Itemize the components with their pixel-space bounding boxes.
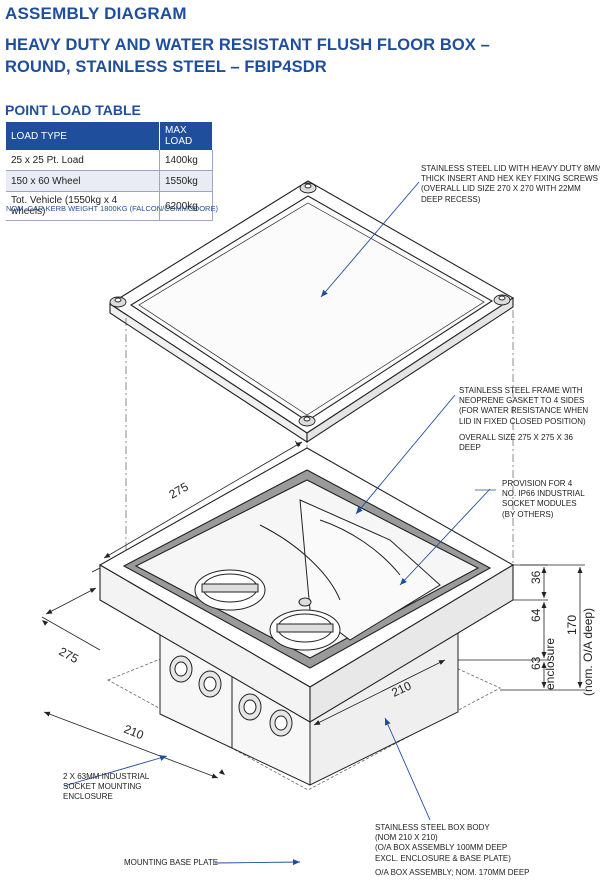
callout-line: (NOM 210 X 210) xyxy=(375,833,438,843)
dim-frame-width: 275 xyxy=(167,479,192,501)
stainless-steel-lid xyxy=(108,180,515,444)
dim-enclosure-label: enclosure xyxy=(543,638,557,690)
callout-line: (OVERALL LID SIZE 270 X 270 WITH 22mm xyxy=(421,184,581,194)
callout-base-plate: MOUNTING BASE PLATE xyxy=(124,858,219,867)
callout-oa-depth: O/A BOX ASSEMBLY; NOM. 170mm DEEP xyxy=(375,868,530,877)
callout-line: NEOPRENE GASKET TO 4 SIDES xyxy=(459,396,585,406)
table-cell: 150 x 60 Wheel xyxy=(6,170,160,192)
table-cell: 1550kg xyxy=(159,170,213,192)
dim-nom-oa-deep: (nom. O/A deep) xyxy=(581,608,595,696)
dim-frame-depth: 275 xyxy=(57,644,82,666)
table-header-row: LOAD TYPE MAX LOAD xyxy=(6,122,213,150)
table-cell: Tot. Vehicle (1550kg x 4 wheels) xyxy=(6,191,160,221)
callout-line: THICK INSERT AND HEX KEY FIXING SCREWS xyxy=(421,174,598,184)
callout-line: LID IN FIXED CLOSED POSITION) xyxy=(459,416,586,426)
callout-line: ENCLOSURE xyxy=(63,792,113,802)
column-header-max-load: MAX LOAD xyxy=(159,122,213,150)
column-header-load-type: LOAD TYPE xyxy=(6,122,160,150)
callout-frame-size: OVERALL SIZE 275 X 275 X 36 DEEP xyxy=(459,433,573,453)
table-row: 25 x 25 Pt. Load 1400kg xyxy=(6,150,213,171)
page-title-line-2: ROUND, STAINLESS STEEL – FBIP4SDR xyxy=(5,58,327,76)
callout-line: (BY OTHERS) xyxy=(502,509,554,519)
dimension-lines xyxy=(41,440,585,779)
callout-box-body: STAINLESS STEEL BOX BODY (NOM 210 X 210)… xyxy=(375,823,511,864)
table-row: 150 x 60 Wheel 1550kg xyxy=(6,170,213,192)
callout-enclosure: 2 X 63mm INDUSTRIAL SOCKET MOUNTING ENCL… xyxy=(63,772,149,803)
callout-provision: PROVISION FOR 4 No. IP66 INDUSTRIAL SOCK… xyxy=(502,479,585,520)
table-cell: 25 x 25 Pt. Load xyxy=(6,150,160,171)
load-table-footnote: NOM. CAR KERB WEIGHT 1800KG (FALCON/COMM… xyxy=(6,204,218,213)
callout-line: STAINLESS STEEL BOX BODY xyxy=(375,823,490,832)
dim-170: 170 xyxy=(565,615,579,635)
page-title-line-1: HEAVY DUTY AND WATER RESISTANT FLUSH FLO… xyxy=(5,36,490,54)
table-cell: 1400kg xyxy=(159,150,213,171)
callout-line: DEEP RECESS) xyxy=(421,194,481,204)
callout-lid: STAINLESS STEEL LID WITH HEAVY DUTY 8mm … xyxy=(421,164,600,205)
dim-64: 64 xyxy=(529,608,543,622)
section-heading: ASSEMBLY DIAGRAM xyxy=(5,4,187,23)
callout-frame: STAINLESS STEEL FRAME WITH NEOPRENE GASK… xyxy=(459,386,588,427)
load-table-heading: POINT LOAD TABLE xyxy=(5,102,141,118)
callout-line: No. IP66 INDUSTRIAL xyxy=(502,489,585,499)
dim-body-depth: 210 xyxy=(122,722,146,743)
callout-line: OVERALL SIZE 275 X 275 X 36 xyxy=(459,433,573,442)
point-load-table: LOAD TYPE MAX LOAD 25 x 25 Pt. Load 1400… xyxy=(6,122,213,221)
dim-63: 63 xyxy=(529,656,543,670)
callout-line: 2 X 63mm INDUSTRIAL xyxy=(63,772,150,781)
callout-line: SOCKET MODULES xyxy=(502,499,577,509)
callout-line: SOCKET MOUNTING xyxy=(63,782,142,792)
callout-arrows xyxy=(63,181,496,866)
callout-line: STAINLESS STEEL LID WITH HEAVY DUTY 8mm xyxy=(421,164,600,173)
callout-line: (O/A BOX ASSEMBLY 100mm DEEP xyxy=(375,843,508,853)
callout-line: STAINLESS STEEL FRAME WITH xyxy=(459,386,583,395)
callout-line: DEEP xyxy=(459,443,481,453)
socket-modules xyxy=(194,499,441,651)
dim-36: 36 xyxy=(529,570,543,584)
callout-line: PROVISION FOR 4 xyxy=(502,479,573,488)
callout-line: EXCL. ENCLOSURE & BASE PLATE) xyxy=(375,853,511,863)
lid-fixing-screw-icon xyxy=(109,182,511,427)
table-row: Tot. Vehicle (1550kg x 4 wheels) 6200kg xyxy=(6,191,213,221)
callout-line: (FOR WATER RESISTANCE WHEN xyxy=(459,406,589,416)
table-cell: 6200kg xyxy=(159,191,213,221)
